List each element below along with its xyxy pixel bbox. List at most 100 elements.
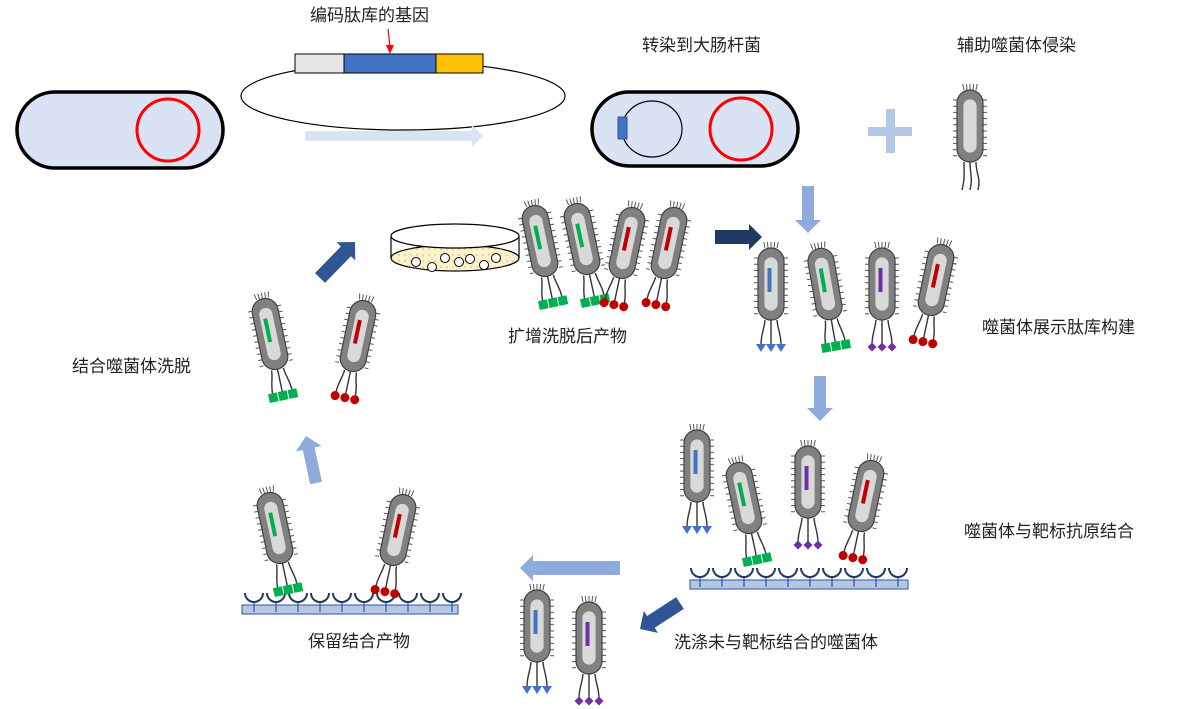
eluted-phage-red — [330, 293, 381, 405]
phage-tail-fiber — [969, 161, 973, 191]
peptide-head — [390, 589, 400, 599]
library-phage-purple — [865, 241, 899, 352]
phage-tail-fiber — [335, 369, 346, 393]
antigen — [800, 567, 820, 578]
antigen — [244, 592, 264, 603]
peptide-head — [599, 298, 609, 308]
arrow-to-library — [715, 224, 762, 250]
peptide-head — [766, 344, 776, 352]
gene-segment-blue — [343, 53, 437, 74]
phage-tail-fiber — [281, 563, 289, 587]
amplified-phage-red-1 — [599, 200, 650, 312]
peptide-head — [751, 554, 763, 565]
label-wash-unbound: 洗涤未与靶标结合的噬菌体 — [674, 633, 878, 653]
peptide-head — [877, 342, 887, 352]
label-library-construct: 噬菌体展示肽库构建 — [982, 318, 1135, 338]
peptide-head — [340, 393, 350, 403]
phage-tail-fiber — [813, 517, 819, 543]
phage-tail-fiber — [375, 563, 386, 587]
target-surface-left — [241, 604, 459, 615]
phage-tail-fiber — [655, 278, 663, 302]
gene-pointer-arrow — [386, 28, 394, 54]
peptide-head — [584, 696, 594, 706]
antigen — [756, 567, 776, 578]
peptide-head — [813, 540, 823, 550]
peptide-head — [282, 584, 294, 595]
peptide-head — [803, 540, 813, 550]
antigen — [866, 567, 886, 578]
peptide-head — [702, 526, 712, 534]
label-bind-target: 噬菌体与靶标抗原结合 — [964, 522, 1134, 542]
phage-tail-fiber — [932, 316, 936, 341]
antigen — [398, 592, 418, 603]
phage-tail-fiber — [836, 318, 846, 342]
peptide-head — [741, 556, 753, 568]
binding-phage-blue — [680, 423, 714, 534]
peptide-head — [928, 339, 938, 349]
peptide-head — [277, 390, 289, 401]
phage-tail-fiber — [604, 276, 615, 300]
peptide-head — [522, 686, 532, 694]
antigen-row-left — [244, 592, 462, 612]
unbound-phage-purple — [572, 595, 606, 706]
bacterial-chromosome — [135, 97, 201, 163]
arrow-to-unbound — [639, 597, 684, 633]
phage-tail-fiber — [578, 673, 584, 699]
arrow-to-amplify — [314, 241, 356, 283]
peptide-head — [776, 344, 786, 352]
peptide-head — [692, 526, 702, 534]
phage-tail-fiber — [776, 319, 782, 345]
peptide-head — [292, 582, 304, 593]
phage-tail-fiber — [797, 517, 803, 543]
peptide-head — [661, 302, 671, 312]
peptide-head — [589, 295, 601, 306]
bacterial-chromosome — [708, 96, 774, 162]
phage-tail-fiber — [750, 533, 758, 557]
peptide-head — [267, 392, 279, 404]
antigen — [888, 567, 908, 578]
peptide-head — [542, 686, 552, 694]
phage-tail-fiber — [702, 501, 708, 527]
phage-tail-fiber — [961, 161, 965, 191]
phage-tail-fiber — [594, 272, 605, 296]
peptide-head — [272, 586, 284, 598]
helper-phage — [953, 83, 987, 191]
phage-tail-fiber — [542, 661, 548, 687]
target-surface-right — [689, 579, 909, 590]
antigen — [420, 592, 440, 603]
eluted-phage-green — [247, 291, 299, 404]
label-gene-library: 编码肽库的基因 — [310, 6, 429, 26]
phage-tail-fiber — [287, 561, 298, 585]
peptide-head — [609, 300, 619, 310]
phage-tail-fiber — [613, 278, 621, 302]
binding-phage-green — [721, 455, 773, 568]
antigen — [310, 592, 330, 603]
peptide-head — [287, 388, 299, 399]
amplified-phage-green-1 — [517, 198, 569, 311]
antigen — [844, 567, 864, 578]
phage-tail-fiber — [546, 276, 554, 300]
gene-segment-grey — [294, 53, 345, 74]
petri-dish — [390, 223, 520, 272]
label-retain-bound: 保留结合产物 — [308, 632, 410, 652]
phage-tail-fiber — [756, 531, 767, 555]
library-phage-blue — [754, 241, 788, 352]
phage-tail-fiber — [852, 531, 860, 555]
phage-tail-fiber — [354, 372, 358, 397]
phage-tail-fiber — [862, 532, 866, 557]
e-coli-cell — [15, 90, 225, 170]
phage-tail-fiber — [913, 313, 924, 337]
peptide-head — [641, 298, 651, 308]
phage-tail-fiber — [824, 320, 827, 345]
phage-tail-fiber — [665, 279, 669, 304]
peptide-head — [682, 526, 692, 534]
phage-tail-fiber — [830, 319, 837, 344]
antigen — [778, 567, 798, 578]
peptide-head — [887, 342, 897, 352]
label-transfect: 转染到大肠杆菌 — [642, 36, 761, 56]
phage-tail-fiber — [526, 661, 532, 687]
phage-tail-fiber — [282, 367, 293, 391]
antigen — [442, 592, 462, 603]
phage-tail-fiber — [384, 565, 392, 589]
arrow-up — [295, 435, 322, 485]
